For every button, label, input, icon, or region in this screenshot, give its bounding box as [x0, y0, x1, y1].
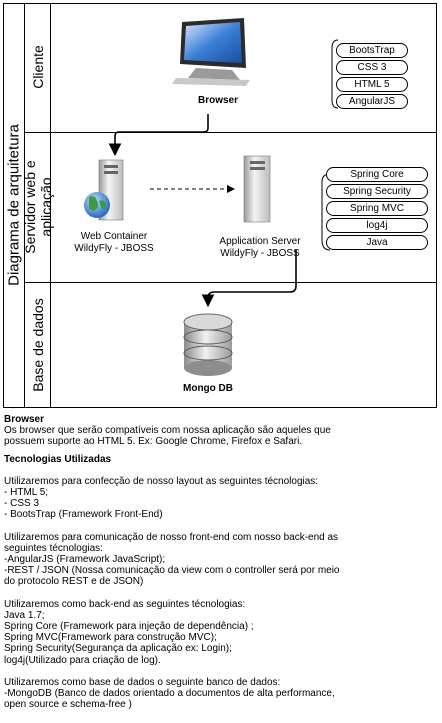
web-container-label: Web Container	[80, 231, 148, 242]
paragraph-line: Java 1.7;	[4, 609, 45, 621]
tech-pill-angularjs: AngularJS	[336, 94, 408, 109]
diagram-title-column	[3, 3, 25, 408]
tech-pill-spring-core: Spring Core	[326, 167, 428, 182]
server-tech-bracket	[321, 173, 331, 251]
web-container-server-label: WildyFly - JBOSS	[74, 243, 154, 254]
server-icon	[98, 159, 124, 221]
database-icon	[183, 313, 233, 376]
tech-pill-spring-mvc: Spring MVC	[326, 201, 428, 216]
tech-heading: Tecnologias Utilizadas	[4, 453, 112, 465]
diagram-graphics	[84, 18, 339, 376]
paragraph-line: log4j(Utilizado para criação de log).	[4, 654, 161, 666]
paragraph-line: Utilizaremos para confecção de nosso lay…	[4, 475, 319, 487]
lane-database	[25, 282, 51, 408]
monitor-icon	[172, 18, 250, 86]
paragraph-line: -AngularJS (Framework JavaScript);	[4, 554, 166, 566]
paragraph-line: - CSS 3	[4, 498, 40, 510]
paragraph-line: Spring Core (Framework para injeção de d…	[4, 621, 254, 633]
paragraph-line: Utilizaremos para comunicação de nosso f…	[4, 531, 339, 543]
paragraph-line: -MongoDB (Banco de dados orientado a doc…	[4, 688, 335, 700]
tech-pill-bootstrap: BootsTrap	[336, 43, 408, 58]
lane-server	[25, 132, 51, 282]
db-label: Mongo DB	[183, 383, 233, 394]
architecture-diagram	[3, 3, 437, 408]
paragraph-line: Spring Security(Segurança da aplicação e…	[4, 643, 232, 655]
browser-to-container-arrow	[108, 114, 209, 157]
tech-pill-html5: HTML 5	[336, 77, 408, 92]
paragraph-line: Spring MVC(Framework para construção MVC…	[4, 632, 217, 644]
app-server-container-label: WildyFly - JBOSS	[220, 248, 300, 259]
description-section: Browser Os browser que serão compatíveis…	[4, 414, 438, 710]
tech-pill-spring-security: Spring Security	[326, 184, 428, 199]
paragraph-line: - BootsTrap (Framework Front-End)	[4, 509, 163, 521]
tech-pill-log4j: log4j	[326, 218, 428, 233]
client-tech-bracket	[331, 39, 339, 109]
paragraph-line: seguintes técnologias:	[4, 542, 103, 554]
app-server-label: Application Server	[219, 236, 301, 247]
paragraph-line: Os browser que serão compatíveis com nos…	[4, 425, 331, 437]
paragraph-line: - HTML 5;	[4, 487, 49, 499]
lane-divider	[25, 282, 437, 283]
browser-label: Browser	[197, 95, 238, 106]
tech-pill-java: Java	[326, 235, 428, 250]
paragraph-line: open source e schema-free )	[4, 699, 132, 711]
lane-client	[25, 3, 51, 132]
appserver-to-db-arrow	[201, 250, 297, 308]
paragraph-line: -REST / JSON (Nossa comunicação da view …	[4, 565, 340, 577]
tech-pill-css3: CSS 3	[336, 60, 408, 75]
paragraph-line: Utilizaremos como back-end as seguintes …	[4, 598, 246, 610]
paragraph-line: possuem suporte ao HTML 5. Ex: Google Ch…	[4, 436, 303, 448]
browser-heading: Browser	[4, 414, 45, 425]
server-icon	[243, 155, 271, 223]
lane-divider	[25, 132, 437, 133]
paragraph-line: do protocolo REST e de JSON)	[4, 576, 144, 588]
globe-icon	[84, 192, 110, 218]
paragraph-line: Utilizaremos como base de dados o seguin…	[4, 676, 281, 688]
